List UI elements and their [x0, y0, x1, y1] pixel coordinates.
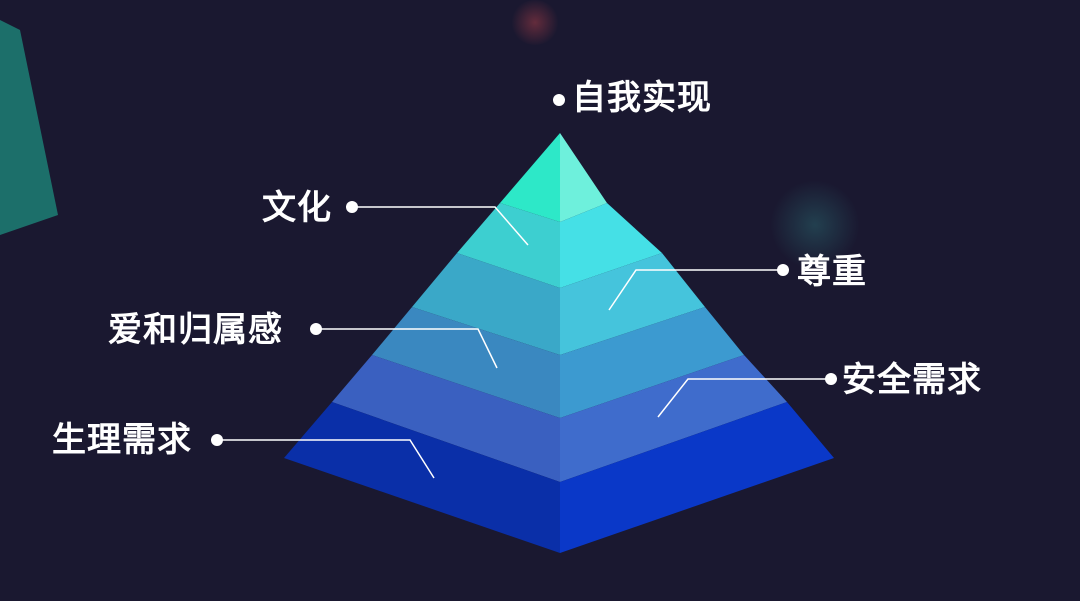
pyramid-level-5-right-face	[560, 355, 787, 482]
pyramid-level-4-right-face	[560, 307, 744, 418]
label-self-actualization: 自我实现	[572, 78, 712, 118]
leader-line-3	[608, 269, 783, 311]
pyramid-level-1-left-face	[500, 133, 560, 222]
pyramid-level-4-left-face	[372, 307, 560, 418]
pyramid-level-1-right-face	[560, 133, 607, 222]
label-culture: 文化	[262, 188, 332, 228]
decorative-glow-red	[510, 0, 560, 45]
label-physiological: 生理需求	[52, 420, 192, 460]
decorative-teal-shape	[0, 20, 58, 235]
leader-line-2	[352, 206, 529, 246]
leader-line-6	[217, 439, 435, 479]
leader-dot-1	[553, 94, 565, 106]
pyramid-level-5-left-face	[332, 355, 560, 482]
decorative-glow-teal	[770, 180, 860, 270]
leader-dot-3	[777, 264, 789, 276]
label-love-belonging: 爱和归属感	[108, 310, 283, 350]
pyramid-level-3-left-face	[412, 253, 560, 355]
leader-line-4	[316, 328, 498, 369]
label-safety: 安全需求	[842, 360, 982, 400]
pyramid-level-2-left-face	[457, 203, 560, 288]
leader-dot-2	[346, 201, 358, 213]
pyramid-level-2-right-face	[560, 203, 662, 288]
leader-dot-5	[825, 373, 837, 385]
label-esteem: 尊重	[797, 252, 867, 292]
leader-line-5	[657, 378, 831, 418]
pyramid-level-6-right-face	[560, 402, 834, 553]
pyramid-level-3-right-face	[560, 253, 705, 355]
leader-dot-4	[310, 323, 322, 335]
leader-dot-6	[211, 434, 223, 446]
